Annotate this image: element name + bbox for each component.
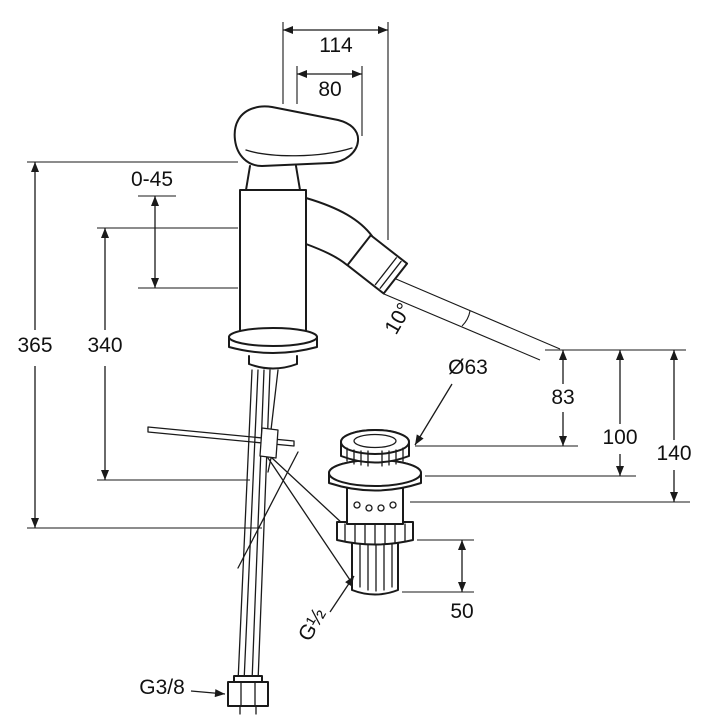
dim-114-label: 114	[319, 34, 353, 57]
dim-83-label: 83	[551, 386, 574, 409]
faucet-spout	[305, 197, 373, 266]
dia-63-label: Ø63	[448, 356, 488, 379]
faucet-cartridge-collar	[245, 165, 301, 191]
dim-340-label: 340	[87, 334, 122, 357]
dim-80-label: 80	[318, 78, 341, 101]
thread-g38: G3/8	[139, 676, 226, 699]
dia-63: Ø63	[414, 356, 488, 446]
pop-up-drain	[328, 429, 422, 596]
drain-tailpiece	[351, 539, 399, 596]
angle-10: 10°	[380, 278, 561, 361]
dim-80: 80	[296, 66, 363, 136]
base-escutcheon	[228, 327, 318, 370]
faucet-handle	[233, 105, 360, 167]
dim-140-label: 140	[656, 442, 691, 465]
dim-0-45: 0-45	[131, 168, 238, 289]
dim-50-label: 50	[450, 600, 473, 623]
dim-365: 365	[17, 161, 262, 529]
aerator	[346, 234, 409, 295]
dim-140: 140	[410, 350, 692, 503]
thread-g12: G½	[294, 575, 355, 645]
hose-connection-nut	[227, 675, 269, 715]
dim-50: 50	[402, 539, 474, 623]
dim-365-label: 365	[17, 334, 52, 357]
thread-g38-label: G3/8	[139, 676, 185, 699]
pop-up-linkage	[147, 369, 353, 584]
faucet-body	[239, 189, 307, 335]
pop-up-rod	[147, 426, 295, 447]
thread-g12-label: G½	[294, 604, 331, 645]
faucet-outline	[228, 105, 409, 370]
rod-clamp	[259, 427, 279, 459]
dim-0-45-label: 0-45	[131, 168, 173, 191]
drain-body	[346, 487, 404, 525]
dim-340: 340	[87, 227, 250, 481]
supply-hoses	[237, 369, 271, 683]
dim-100-label: 100	[602, 426, 637, 449]
dim-100: 100	[425, 350, 638, 477]
dim-114: 114	[282, 22, 389, 240]
dim-83: 83	[415, 349, 686, 447]
